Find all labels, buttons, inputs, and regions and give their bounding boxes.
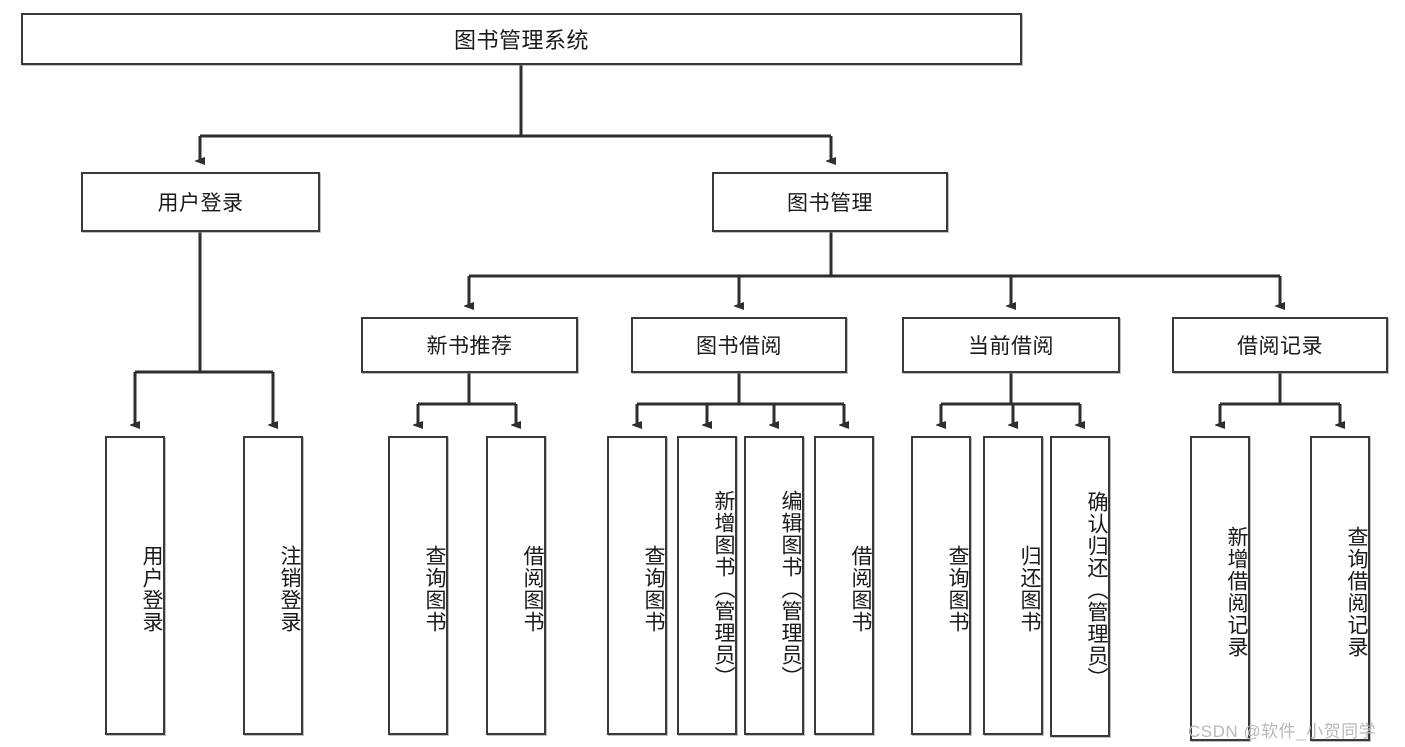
leaf-return-book-label: 归还图书 [1018,544,1041,633]
leaf-borrow-book-recommend[interactable]: 借阅图书 [486,436,546,735]
leaf-logout[interactable]: 注销登录 [243,436,303,735]
leaf-add-borrow-record[interactable]: 新增借阅记录 [1190,436,1250,741]
leaf-confirm-return-admin-label: 确认归还（管理员） [1085,490,1108,689]
node-user-login-label: 用户登录 [157,192,244,215]
node-book-management-label: 图书管理 [787,192,873,215]
leaf-query-book-current[interactable]: 查询图书 [911,436,971,735]
node-current-borrow-label: 当前借阅 [968,335,1054,358]
leaf-borrow-book-recommend-label: 借阅图书 [521,544,544,633]
leaf-edit-book-admin-label: 编辑图书（管理员） [779,489,802,688]
node-root-label: 图书管理系统 [453,28,589,53]
leaf-return-book[interactable]: 归还图书 [983,436,1043,735]
node-current-borrow[interactable]: 当前借阅 [902,317,1120,373]
leaf-query-book-borrow-label: 查询图书 [642,544,665,633]
node-new-book-recommend[interactable]: 新书推荐 [361,317,578,373]
leaf-confirm-return-admin[interactable]: 确认归还（管理员） [1050,436,1110,737]
leaf-borrow-book-label: 借阅图书 [849,544,872,633]
node-borrow-record-label: 借阅记录 [1237,335,1323,358]
leaf-query-book-borrow[interactable]: 查询图书 [607,436,667,735]
leaf-query-borrow-record[interactable]: 查询借阅记录 [1310,436,1370,741]
leaf-query-book-recommend[interactable]: 查询图书 [388,436,448,735]
csdn-watermark: CSDN @软件_小贺同学 [1188,722,1377,741]
node-new-book-recommend-label: 新书推荐 [426,335,513,358]
node-book-borrow-label: 图书借阅 [696,335,782,358]
leaf-add-book-admin-label: 新增图书（管理员） [712,489,735,688]
leaf-logout-label: 注销登录 [278,544,301,633]
leaf-query-borrow-record-label: 查询借阅记录 [1345,525,1368,658]
leaf-user-login-label: 用户登录 [140,544,163,633]
node-book-management[interactable]: 图书管理 [712,172,948,232]
leaf-borrow-book[interactable]: 借阅图书 [814,436,874,735]
node-user-login[interactable]: 用户登录 [81,172,320,232]
node-book-borrow[interactable]: 图书借阅 [631,317,847,373]
leaf-query-book-current-label: 查询图书 [946,544,969,633]
leaf-user-login[interactable]: 用户登录 [105,436,165,735]
leaf-add-borrow-record-label: 新增借阅记录 [1225,525,1248,658]
node-borrow-record[interactable]: 借阅记录 [1172,317,1388,373]
leaf-query-book-recommend-label: 查询图书 [423,544,446,633]
leaf-add-book-admin[interactable]: 新增图书（管理员） [677,436,737,735]
leaf-edit-book-admin[interactable]: 编辑图书（管理员） [744,436,804,735]
node-root[interactable]: 图书管理系统 [21,13,1022,65]
